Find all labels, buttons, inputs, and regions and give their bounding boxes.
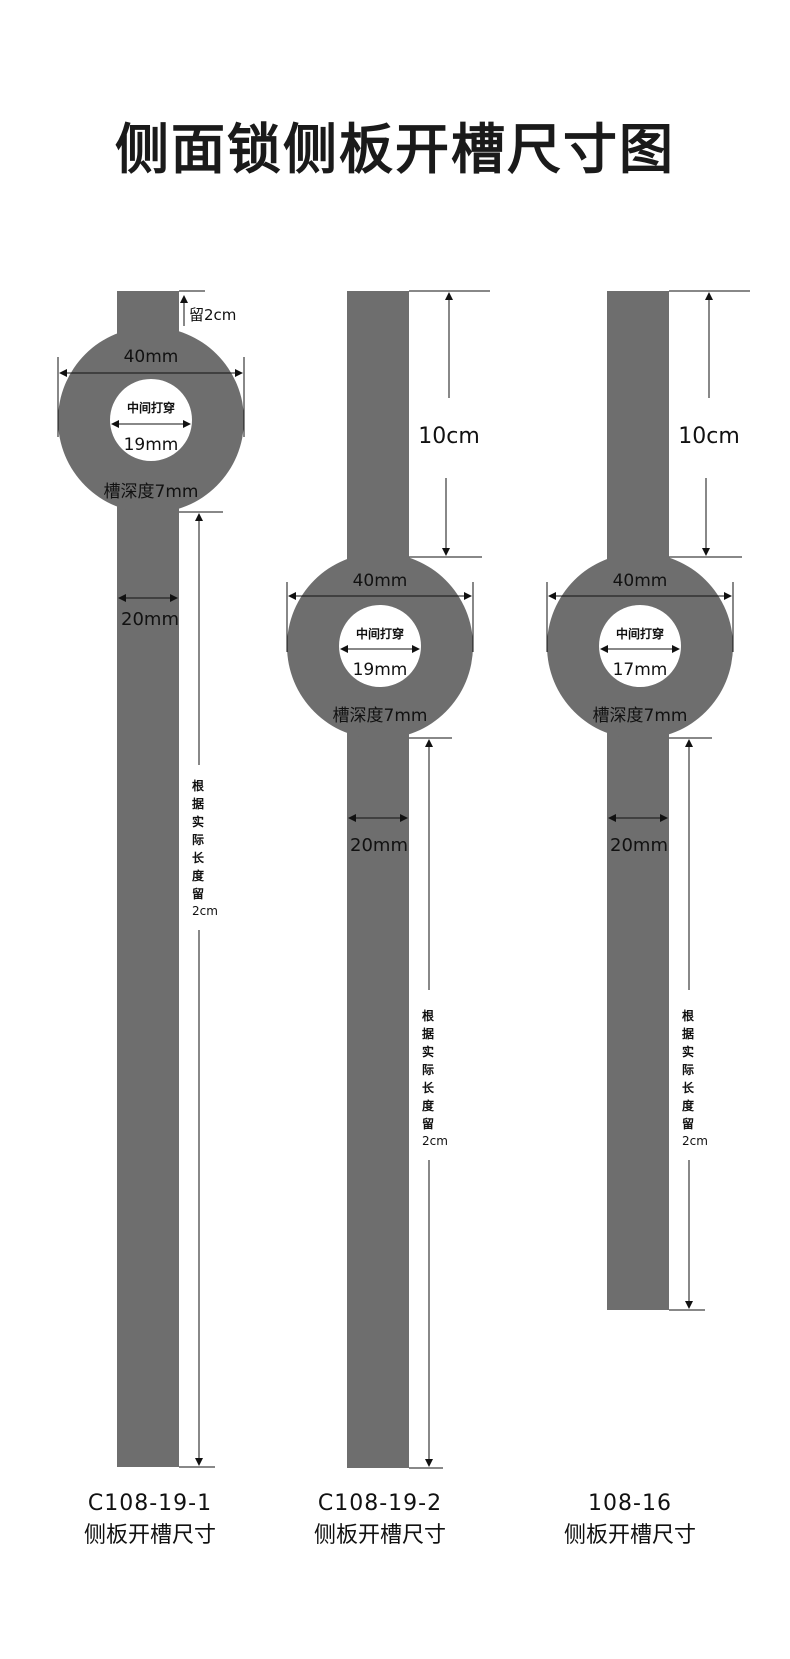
panel-c108-19-1: 留2cm 40mm 中间打穿 19mm 槽深度7mm 20mm 根 据 实 际 … xyxy=(57,290,245,1468)
length-note: 根 据 实 际 长 度 留 2cm xyxy=(192,778,218,918)
strip-width-label: 20mm xyxy=(610,835,668,856)
through-label: 中间打穿 xyxy=(356,626,404,641)
length-note-char: 留 xyxy=(682,1116,694,1131)
through-label: 中间打穿 xyxy=(127,400,175,415)
caption-108-16: 108-16 侧板开槽尺寸 xyxy=(530,1488,730,1552)
length-note: 根 据 实 际 长 度 留 2cm xyxy=(422,1008,448,1148)
length-note-char: 际 xyxy=(682,1063,694,1077)
length-note-char: 度 xyxy=(422,1098,435,1113)
length-note-char: 实 xyxy=(192,814,204,829)
length-note-char: 度 xyxy=(682,1098,695,1113)
length-note-char: 留 xyxy=(192,886,204,901)
hole-diameter-label: 17mm xyxy=(613,660,668,680)
length-note-char: 根 xyxy=(192,778,204,793)
length-note-char: 实 xyxy=(422,1044,434,1059)
caption-c108-19-2: C108-19-2 侧板开槽尺寸 xyxy=(280,1488,480,1552)
ring-width-label: 40mm xyxy=(124,347,179,367)
length-note-char: 长 xyxy=(192,850,205,865)
slot-depth-label: 槽深度7mm xyxy=(104,482,199,502)
panel-108-16: 10cm 40mm 中间打穿 17mm 槽深度7mm 20mm 根 据 实 际 … xyxy=(546,290,750,1311)
strip-width-label: 20mm xyxy=(350,835,408,856)
length-note-char: 度 xyxy=(192,868,205,883)
slot-depth-label: 槽深度7mm xyxy=(593,706,688,726)
top-margin-label: 留2cm xyxy=(189,306,236,324)
length-note-char: 据 xyxy=(422,1026,434,1041)
model-label: C108-19-2 xyxy=(317,1491,443,1516)
model-label: C108-19-1 xyxy=(87,1491,213,1516)
length-note-char: 据 xyxy=(192,796,204,811)
length-note-char: 2cm xyxy=(192,904,218,918)
length-note: 根 据 实 际 长 度 留 2cm xyxy=(682,1008,708,1148)
caption-label: 侧板开槽尺寸 xyxy=(83,1523,216,1548)
caption-label: 侧板开槽尺寸 xyxy=(313,1523,446,1548)
ring-width-label: 40mm xyxy=(613,571,668,591)
length-note-char: 根 xyxy=(682,1008,694,1023)
length-note-char: 2cm xyxy=(682,1134,708,1148)
caption-label: 侧板开槽尺寸 xyxy=(563,1523,696,1548)
top-distance-label: 10cm xyxy=(418,424,480,449)
length-note-char: 据 xyxy=(682,1026,694,1041)
ring-width-label: 40mm xyxy=(353,571,408,591)
length-note-char: 际 xyxy=(192,833,204,847)
strip-width-label: 20mm xyxy=(121,609,179,630)
top-distance-label: 10cm xyxy=(678,424,740,449)
side-plate-strip xyxy=(607,291,669,1310)
slot-depth-label: 槽深度7mm xyxy=(333,706,428,726)
panel-c108-19-2: 10cm 40mm 中间打穿 19mm 槽深度7mm 20mm 根 据 实 际 … xyxy=(286,290,490,1469)
page-title: 侧面锁侧板开槽尺寸图 xyxy=(115,118,675,181)
length-note-char: 留 xyxy=(422,1116,434,1131)
length-note-char: 根 xyxy=(422,1008,434,1023)
length-note-char: 长 xyxy=(682,1080,695,1095)
length-note-char: 长 xyxy=(422,1080,435,1095)
length-note-char: 际 xyxy=(422,1063,434,1077)
hole-diameter-label: 19mm xyxy=(353,660,408,680)
caption-c108-19-1: C108-19-1 侧板开槽尺寸 xyxy=(50,1488,250,1552)
length-note-char: 实 xyxy=(682,1044,694,1059)
model-label: 108-16 xyxy=(588,1491,672,1516)
side-plate-strip xyxy=(347,291,409,1468)
hole-diameter-label: 19mm xyxy=(124,435,179,455)
length-note-char: 2cm xyxy=(422,1134,448,1148)
through-label: 中间打穿 xyxy=(616,626,664,641)
